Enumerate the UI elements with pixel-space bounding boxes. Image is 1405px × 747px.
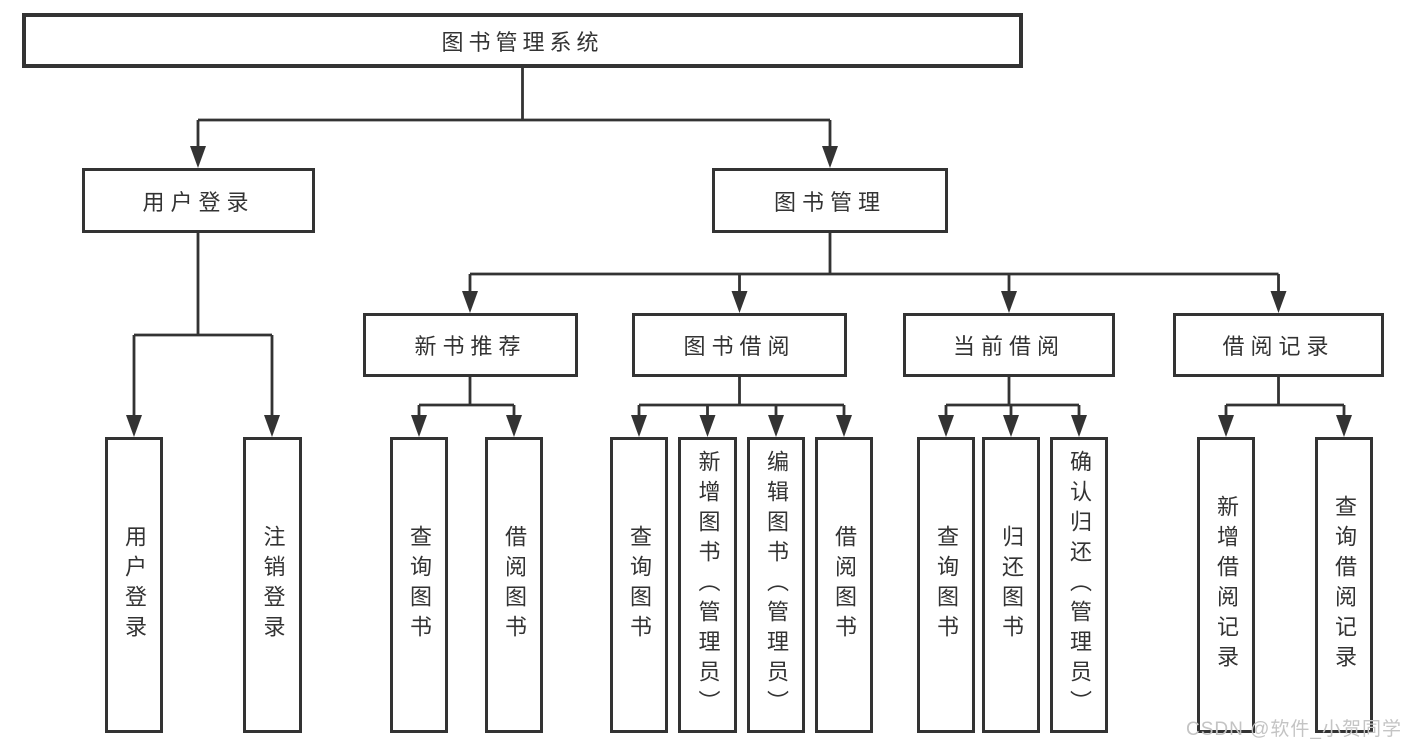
leaf-user-login: 用户登录 (105, 437, 163, 733)
arrowhead-icon (264, 415, 280, 437)
connector-book-management-to-level3 (462, 233, 1287, 313)
arrowhead-icon (699, 415, 716, 437)
arrowhead-icon (506, 415, 522, 437)
arrowhead-icon (822, 146, 838, 168)
connector-line (944, 377, 1081, 416)
connector-user-login-to-leaves (126, 233, 280, 437)
node-new-book-recommend: 新书推荐 (363, 313, 578, 377)
connector-line (637, 377, 846, 416)
arrowhead-icon (836, 415, 852, 437)
leaf-return-books: 归还图书 (982, 437, 1040, 733)
arrowhead-icon (190, 146, 206, 168)
arrowhead-icon (1218, 415, 1234, 437)
arrowhead-icon (1003, 415, 1019, 437)
connector-borrowing-records-to-leaves (1218, 377, 1352, 437)
leaf-confirm-return-admin: 确认归还（管理员） (1050, 437, 1108, 733)
leaf-borrow-books: 借阅图书 (815, 437, 873, 733)
connector-line (196, 68, 832, 148)
arrowhead-icon (126, 415, 142, 437)
connector-root-to-level2 (190, 68, 838, 168)
arrowhead-icon (1071, 415, 1087, 437)
arrowhead-icon (411, 415, 427, 437)
node-root: 图书管理系统 (22, 13, 1023, 68)
leaf-edit-books-admin: 编辑图书（管理员） (747, 437, 805, 733)
leaf-logout: 注销登录 (243, 437, 302, 733)
node-current-borrowing: 当前借阅 (903, 313, 1115, 377)
node-book-borrowing: 图书借阅 (632, 313, 847, 377)
leaf-query-books-recommend: 查询图书 (390, 437, 448, 733)
leaf-borrow-books-recommend: 借阅图书 (485, 437, 543, 733)
connector-line (132, 233, 274, 416)
arrowhead-icon (462, 291, 478, 313)
connector-current-borrowing-to-leaves (938, 377, 1087, 437)
arrowhead-icon (1001, 291, 1017, 313)
arrowhead-icon (938, 415, 954, 437)
node-user-login: 用户登录 (82, 168, 315, 233)
watermark: CSDN @软件_小贺同学 (1186, 719, 1402, 740)
connector-line (1224, 377, 1346, 416)
leaf-add-borrow-record: 新增借阅记录 (1197, 437, 1255, 733)
arrowhead-icon (768, 415, 784, 437)
leaf-query-books-borrowing: 查询图书 (610, 437, 668, 733)
node-book-management: 图书管理 (712, 168, 948, 233)
connector-line (468, 233, 1280, 292)
arrowhead-icon (731, 291, 748, 313)
leaf-query-borrow-record: 查询借阅记录 (1315, 437, 1373, 733)
node-borrowing-records: 借阅记录 (1173, 313, 1384, 377)
connector-line (417, 377, 516, 416)
leaf-query-books-current: 查询图书 (917, 437, 975, 733)
arrowhead-icon (631, 415, 647, 437)
connector-new-book-recommend-to-leaves (411, 377, 522, 437)
leaf-add-books-admin: 新增图书（管理员） (678, 437, 737, 733)
arrowhead-icon (1336, 415, 1352, 437)
connector-book-borrowing-to-leaves (631, 377, 852, 437)
arrowhead-icon (1270, 291, 1287, 313)
